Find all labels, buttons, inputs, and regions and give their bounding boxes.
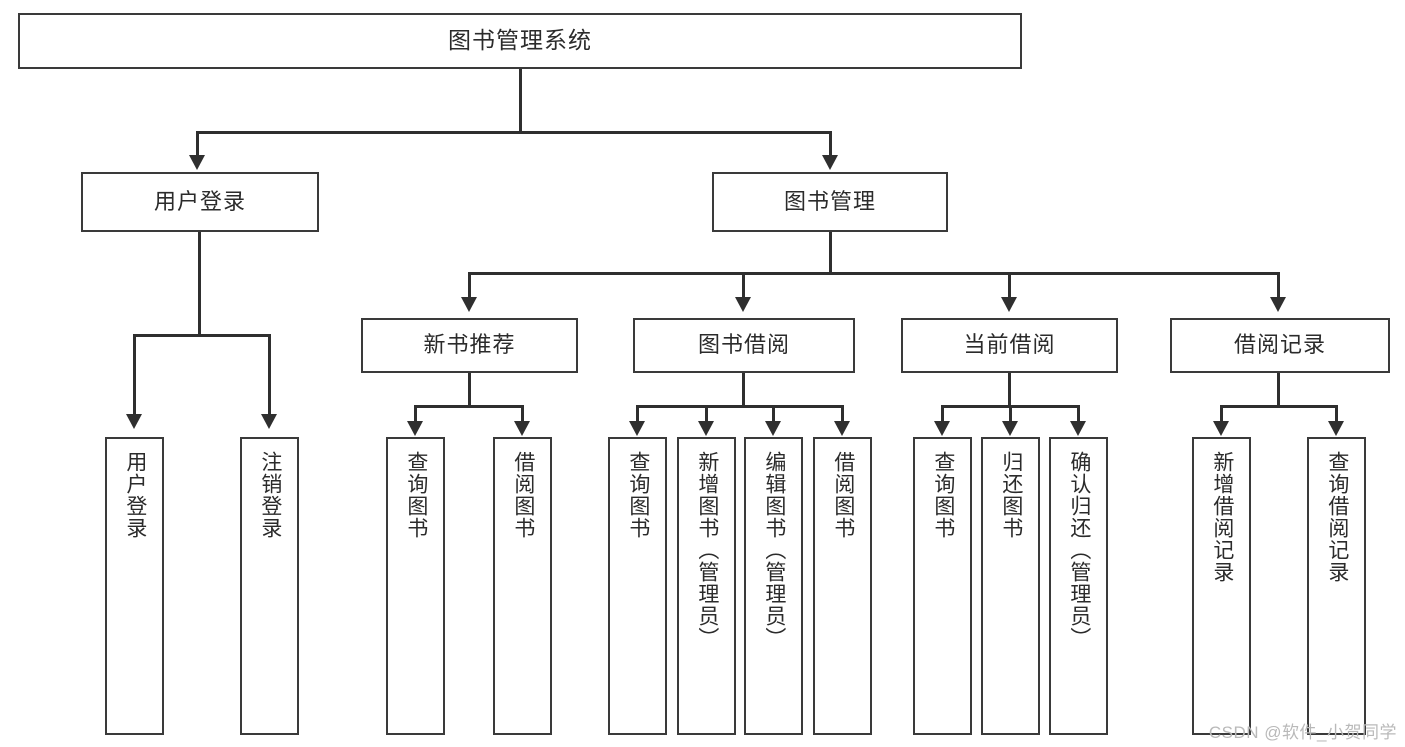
connector-br-stem [1277, 373, 1280, 407]
leaf-bb-edit-book-admin[interactable]: 编辑图书（管理员） [744, 437, 803, 735]
leaf-br-add-record[interactable]: 新增借阅记录 [1192, 437, 1251, 735]
connector-user-login-bus [133, 334, 270, 337]
arrow-user-login-leaf-1 [126, 414, 142, 429]
connector-bm-drop-4 [1277, 272, 1280, 300]
connector-cb-drop-2 [1009, 405, 1012, 423]
leaf-cb-confirm-return-admin[interactable]: 确认归还（管理员） [1049, 437, 1108, 735]
node-label: 借阅记录 [1233, 332, 1326, 358]
connector-cb-stem [1008, 373, 1011, 407]
node-label: 用户登录 [123, 451, 147, 539]
connector-bb-drop-1 [636, 405, 639, 423]
arrow-bb-leaf-4 [834, 421, 850, 436]
node-label: 当前借阅 [963, 332, 1056, 358]
connector-user-login-stem [198, 232, 201, 336]
node-new-book-recommend[interactable]: 新书推荐 [361, 318, 578, 373]
node-label: 编辑图书（管理员） [762, 451, 786, 649]
arrow-cb-leaf-1 [934, 421, 950, 436]
node-label: 查询图书 [931, 451, 955, 539]
connector-nbr-bus [414, 405, 524, 408]
node-label: 新增借阅记录 [1210, 451, 1234, 583]
node-label: 新书推荐 [423, 332, 516, 358]
connector-cb-drop-1 [941, 405, 944, 423]
connector-nbr-stem [468, 373, 471, 407]
connector-root-bus [196, 131, 832, 134]
node-label: 归还图书 [999, 451, 1023, 539]
leaf-cb-return-book[interactable]: 归还图书 [981, 437, 1040, 735]
connector-nbr-drop-1 [414, 405, 417, 423]
connector-br-drop-1 [1220, 405, 1223, 423]
node-label: 借阅图书 [831, 451, 855, 539]
connector-root-to-user-login [196, 131, 199, 157]
leaf-bb-query-book[interactable]: 查询图书 [608, 437, 667, 735]
connector-book-manage-bus [468, 272, 1280, 275]
connector-user-login-drop-2 [268, 334, 271, 416]
node-borrow-record[interactable]: 借阅记录 [1170, 318, 1390, 373]
leaf-br-query-record[interactable]: 查询借阅记录 [1307, 437, 1366, 735]
node-label: 图书管理 [783, 188, 876, 214]
connector-cb-drop-3 [1077, 405, 1080, 423]
connector-br-drop-2 [1335, 405, 1338, 423]
connector-bb-bus [636, 405, 844, 408]
arrow-bb-leaf-1 [629, 421, 645, 436]
connector-root-to-book-manage [829, 131, 832, 157]
leaf-cb-query-book[interactable]: 查询图书 [913, 437, 972, 735]
arrow-bb-leaf-2 [698, 421, 714, 436]
node-current-borrow[interactable]: 当前借阅 [901, 318, 1118, 373]
node-label: 图书管理系统 [448, 27, 592, 54]
node-label: 查询图书 [626, 451, 650, 539]
arrow-cb-leaf-2 [1002, 421, 1018, 436]
node-label: 借阅图书 [511, 451, 535, 539]
arrow-user-login-leaf-2 [261, 414, 277, 429]
leaf-user-login-logout[interactable]: 注销登录 [240, 437, 299, 735]
connector-bb-drop-2 [705, 405, 708, 423]
leaf-bb-borrow-book[interactable]: 借阅图书 [813, 437, 872, 735]
arrow-br-leaf-1 [1213, 421, 1229, 436]
connector-br-bus [1220, 405, 1338, 408]
leaf-nbr-borrow-book[interactable]: 借阅图书 [493, 437, 552, 735]
connector-bm-drop-1 [468, 272, 471, 300]
connector-bm-drop-2 [742, 272, 745, 300]
leaf-nbr-query-book[interactable]: 查询图书 [386, 437, 445, 735]
node-label: 新增图书（管理员） [695, 451, 719, 649]
connector-bb-stem [742, 373, 745, 407]
arrow-br-leaf-2 [1328, 421, 1344, 436]
node-label: 确认归还（管理员） [1067, 451, 1091, 649]
arrow-root-to-book-manage [822, 155, 838, 170]
arrow-bb-leaf-3 [765, 421, 781, 436]
connector-root-stem [519, 69, 522, 133]
arrow-bm-to-borrow-record [1270, 297, 1286, 312]
arrow-bm-to-book-borrow [735, 297, 751, 312]
node-book-manage[interactable]: 图书管理 [712, 172, 948, 232]
node-user-login[interactable]: 用户登录 [81, 172, 319, 232]
connector-bb-drop-3 [772, 405, 775, 423]
leaf-bb-add-book-admin[interactable]: 新增图书（管理员） [677, 437, 736, 735]
node-root-system[interactable]: 图书管理系统 [18, 13, 1022, 69]
connector-user-login-drop-1 [133, 334, 136, 416]
connector-book-manage-stem [829, 232, 832, 274]
arrow-bm-to-new-book [461, 297, 477, 312]
node-label: 图书借阅 [697, 332, 790, 358]
arrow-nbr-leaf-1 [407, 421, 423, 436]
connector-bb-drop-4 [841, 405, 844, 423]
node-label: 用户登录 [153, 188, 246, 214]
node-book-borrow[interactable]: 图书借阅 [633, 318, 855, 373]
node-label: 查询借阅记录 [1325, 451, 1349, 583]
arrow-bm-to-current-borrow [1001, 297, 1017, 312]
node-label: 查询图书 [404, 451, 428, 539]
connector-nbr-drop-2 [521, 405, 524, 423]
leaf-user-login-login[interactable]: 用户登录 [105, 437, 164, 735]
node-label: 注销登录 [258, 451, 282, 539]
connector-bm-drop-3 [1008, 272, 1011, 300]
arrow-root-to-user-login [189, 155, 205, 170]
arrow-nbr-leaf-2 [514, 421, 530, 436]
arrow-cb-leaf-3 [1070, 421, 1086, 436]
